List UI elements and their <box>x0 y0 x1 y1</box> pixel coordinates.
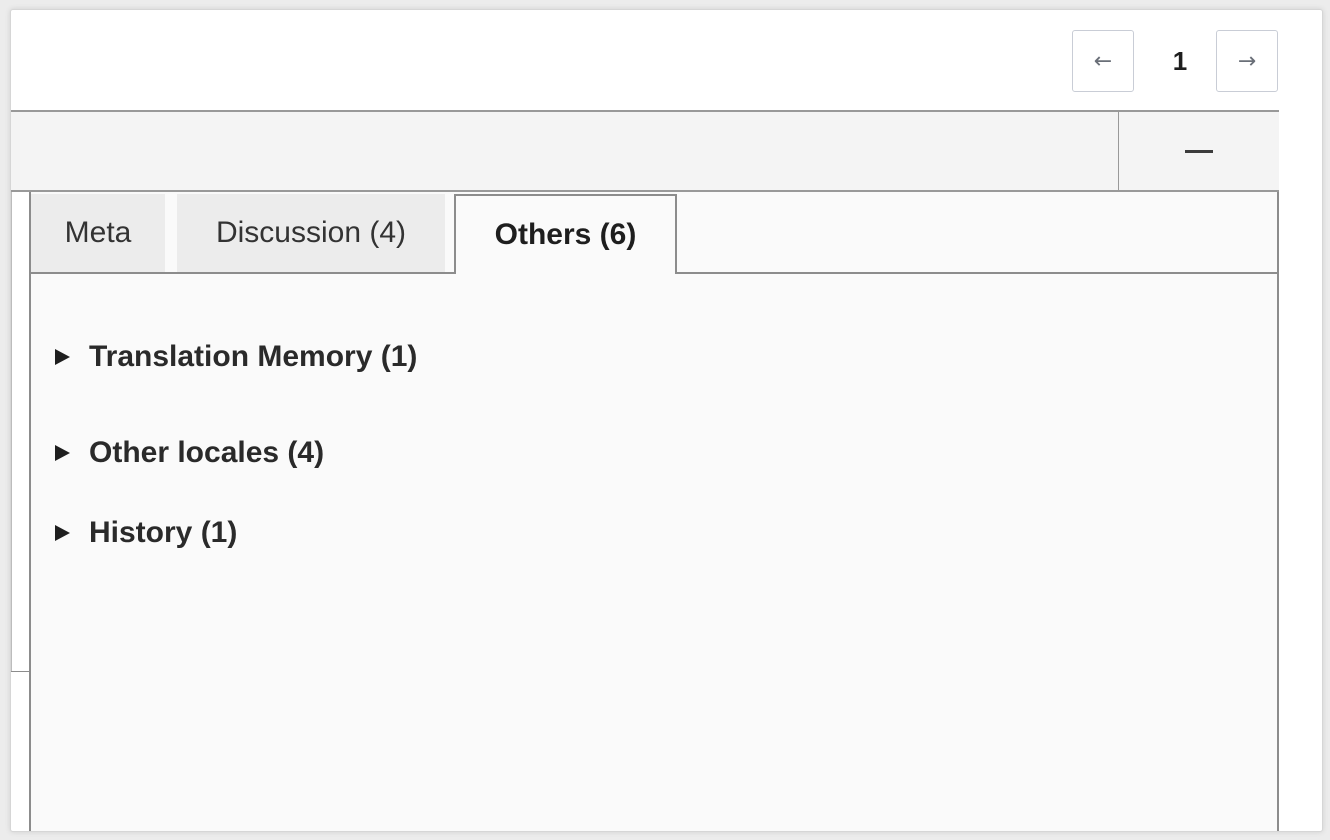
next-page-button[interactable]: → <box>1216 30 1278 92</box>
header-divider <box>1118 112 1119 190</box>
tab-meta-label: Meta <box>64 216 132 249</box>
section-other-locales[interactable]: Other locales (4) <box>55 436 324 470</box>
collapse-button[interactable] <box>1119 112 1279 190</box>
previous-page-button[interactable]: ← <box>1072 30 1134 92</box>
current-page-number: 1 <box>1172 45 1188 76</box>
left-column-border <box>11 192 12 672</box>
editor-header-bar <box>11 110 1279 192</box>
minus-icon <box>1185 149 1213 153</box>
disclosure-triangle-icon <box>55 445 70 461</box>
tab-discussion[interactable]: Discussion (4) <box>177 194 445 272</box>
tab-others[interactable]: Others (6) <box>454 194 677 274</box>
arrow-right-icon: → <box>1237 48 1257 74</box>
sidebar-panel: Meta Discussion (4) Others (6) Translati… <box>29 192 1279 831</box>
disclosure-triangle-icon <box>55 525 70 541</box>
section-label: Other locales (4) <box>89 436 325 469</box>
disclosure-triangle-icon <box>55 349 70 365</box>
section-label: History (1) <box>89 516 238 549</box>
editor-window: ← 1 → Meta Discussion (4) Others (6) Tra… <box>10 9 1323 832</box>
section-history[interactable]: History (1) <box>55 516 237 550</box>
left-column-divider <box>11 671 29 672</box>
tab-meta[interactable]: Meta <box>31 194 165 272</box>
section-label: Translation Memory (1) <box>89 340 418 373</box>
tab-others-label: Others (6) <box>494 218 637 251</box>
tab-discussion-label: Discussion (4) <box>215 216 407 249</box>
section-translation-memory[interactable]: Translation Memory (1) <box>55 340 417 374</box>
arrow-left-icon: ← <box>1093 48 1113 74</box>
